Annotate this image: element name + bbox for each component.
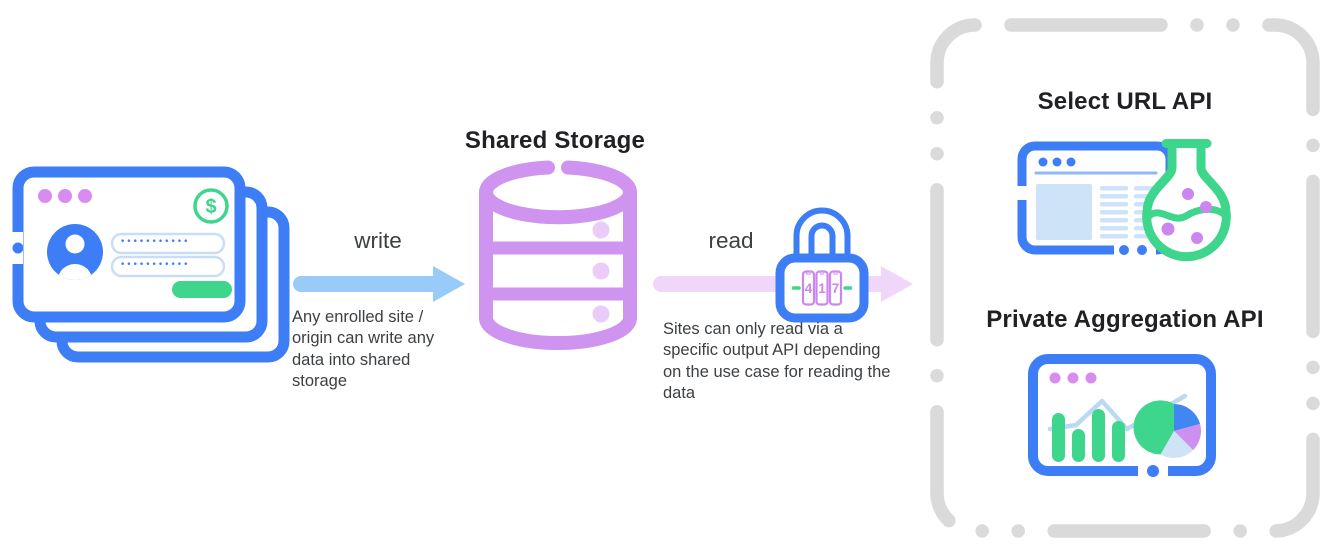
- svg-text:•••••••••••: •••••••••••: [120, 260, 189, 270]
- svg-text:6: 6: [832, 264, 839, 278]
- database-icon: [479, 160, 637, 350]
- password-field-1[interactable]: •••••••••••: [110, 232, 226, 255]
- dollar-icon: $: [193, 188, 229, 224]
- password-field-2[interactable]: •••••••••••: [110, 255, 226, 278]
- svg-text:8: 8: [832, 302, 839, 316]
- pie-chart-icon: [1133, 400, 1202, 459]
- content-block: [1036, 184, 1092, 240]
- shared-storage-title: Shared Storage: [464, 127, 646, 154]
- submit-button[interactable]: [172, 281, 232, 298]
- read-note: Sites can only read via a specific outpu…: [663, 320, 891, 403]
- avatar-icon: [47, 224, 103, 280]
- svg-text:5: 5: [805, 302, 812, 316]
- dial-digit: 4: [805, 281, 813, 296]
- window-dots-icon: [1049, 372, 1097, 384]
- lock-dials[interactable]: 3 4 5 0 1 2 6 7 8: [801, 264, 843, 316]
- database-band-dots: [592, 221, 610, 323]
- bar-chart-icon: [1052, 409, 1125, 462]
- border-dot: [12, 242, 24, 254]
- svg-text:3: 3: [805, 264, 812, 278]
- svg-text:0: 0: [819, 264, 826, 278]
- write-note: Any enrolled site / origin can write any…: [292, 308, 435, 391]
- dial-digit: 1: [818, 281, 826, 296]
- window-dots-icon: [38, 189, 92, 203]
- output-apis-container: [930, 18, 1320, 538]
- select-url-api-title: Select URL API: [1037, 88, 1213, 115]
- write-label: write: [354, 228, 402, 253]
- select-url-api-icon: [1016, 139, 1231, 262]
- combination-lock-icon: 3 4 5 0 1 2 6 7 8: [775, 207, 869, 323]
- flask-bubbles: [1161, 188, 1212, 244]
- site-window-stack-icon: $ ••••••••••• •••••••••••: [9, 166, 290, 363]
- read-label: read: [708, 228, 754, 253]
- svg-text:2: 2: [819, 302, 826, 316]
- dashed-border: [930, 18, 1320, 538]
- dashboard-icon: [1028, 354, 1216, 478]
- private-aggregation-api-title: Private Aggregation API: [986, 306, 1264, 333]
- svg-text:•••••••••••: •••••••••••: [120, 237, 189, 247]
- svg-text:$: $: [205, 196, 216, 218]
- dial-digit: 7: [832, 281, 840, 296]
- window-dots-icon: [1038, 157, 1076, 167]
- flask-icon: [1142, 139, 1231, 262]
- write-arrow-icon: [293, 266, 465, 302]
